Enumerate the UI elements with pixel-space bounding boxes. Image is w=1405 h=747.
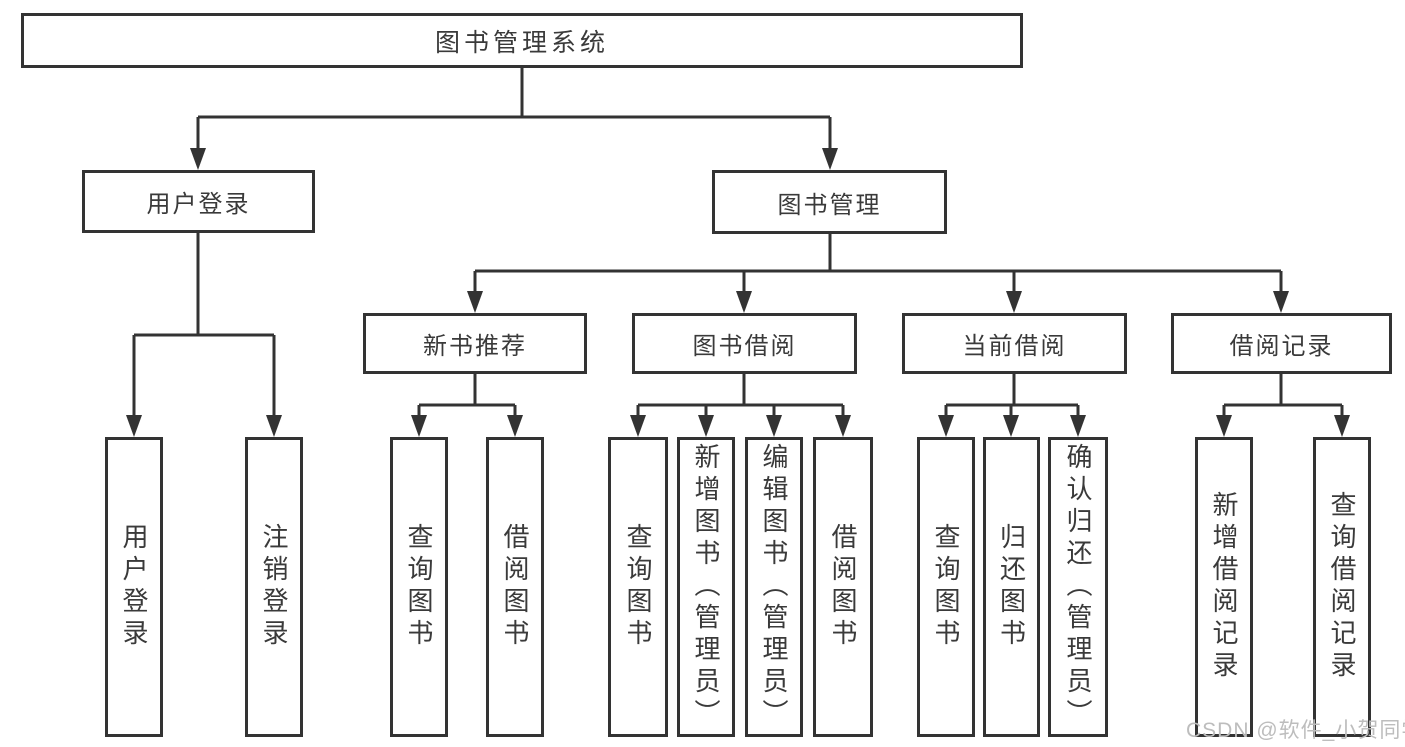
leaf-return-books-label: 归还图书: [996, 523, 1027, 651]
leaf-borrow-books-label: 借阅图书: [828, 523, 858, 651]
leaf-recommend-borrow-books-label: 借阅图书: [500, 523, 530, 651]
leaf-current-query-books-label: 查询图书: [931, 523, 961, 651]
node-current-borrow: 当前借阅: [902, 313, 1127, 374]
node-borrow-records: 借阅记录: [1171, 313, 1392, 374]
leaf-query-borrow-record-label: 查询借阅记录: [1327, 491, 1357, 683]
leaf-borrow-books: 借阅图书: [813, 437, 873, 737]
leaf-add-borrow-record-label: 新增借阅记录: [1209, 491, 1239, 683]
node-user-login-label: 用户登录: [146, 191, 251, 218]
leaf-user-login-label: 用户登录: [119, 523, 149, 651]
leaf-return-books: 归还图书: [983, 437, 1040, 737]
leaf-logout-label: 注销登录: [259, 523, 289, 651]
node-borrow-records-label: 借阅记录: [1229, 333, 1334, 360]
node-new-book-recommend: 新书推荐: [363, 313, 587, 374]
leaf-recommend-query-books-label: 查询图书: [404, 523, 434, 651]
leaf-edit-books-admin: 编辑图书（管理员）: [745, 437, 803, 737]
node-current-borrow-label: 当前借阅: [962, 333, 1067, 360]
node-book-borrow-label: 图书借阅: [692, 333, 797, 360]
leaf-add-borrow-record: 新增借阅记录: [1195, 437, 1253, 737]
node-book-management-label: 图书管理: [777, 191, 882, 219]
node-new-book-recommend-label: 新书推荐: [423, 333, 527, 360]
leaf-query-borrow-record: 查询借阅记录: [1313, 437, 1371, 737]
leaf-logout: 注销登录: [245, 437, 303, 737]
leaf-recommend-query-books: 查询图书: [390, 437, 448, 737]
leaf-add-books-admin: 新增图书（管理员）: [677, 437, 735, 737]
leaf-recommend-borrow-books: 借阅图书: [486, 437, 544, 737]
leaf-confirm-return-admin-label: 确认归还（管理员）: [1063, 443, 1093, 731]
leaf-borrow-query-books-label: 查询图书: [623, 523, 653, 651]
node-user-login: 用户登录: [82, 170, 315, 233]
leaf-confirm-return-admin: 确认归还（管理员）: [1048, 437, 1108, 737]
csdn-watermark: CSDN @软件_小贺同学: [1186, 719, 1405, 742]
leaf-add-books-admin-label: 新增图书（管理员）: [691, 443, 721, 731]
leaf-user-login: 用户登录: [105, 437, 163, 737]
node-library-system-label: 图书管理系统: [434, 28, 609, 57]
leaf-current-query-books: 查询图书: [917, 437, 975, 737]
node-book-borrow: 图书借阅: [632, 313, 857, 374]
node-library-system: 图书管理系统: [21, 13, 1023, 68]
leaf-borrow-query-books: 查询图书: [608, 437, 668, 737]
node-book-management: 图书管理: [712, 170, 947, 234]
leaf-edit-books-admin-label: 编辑图书（管理员）: [759, 443, 789, 731]
